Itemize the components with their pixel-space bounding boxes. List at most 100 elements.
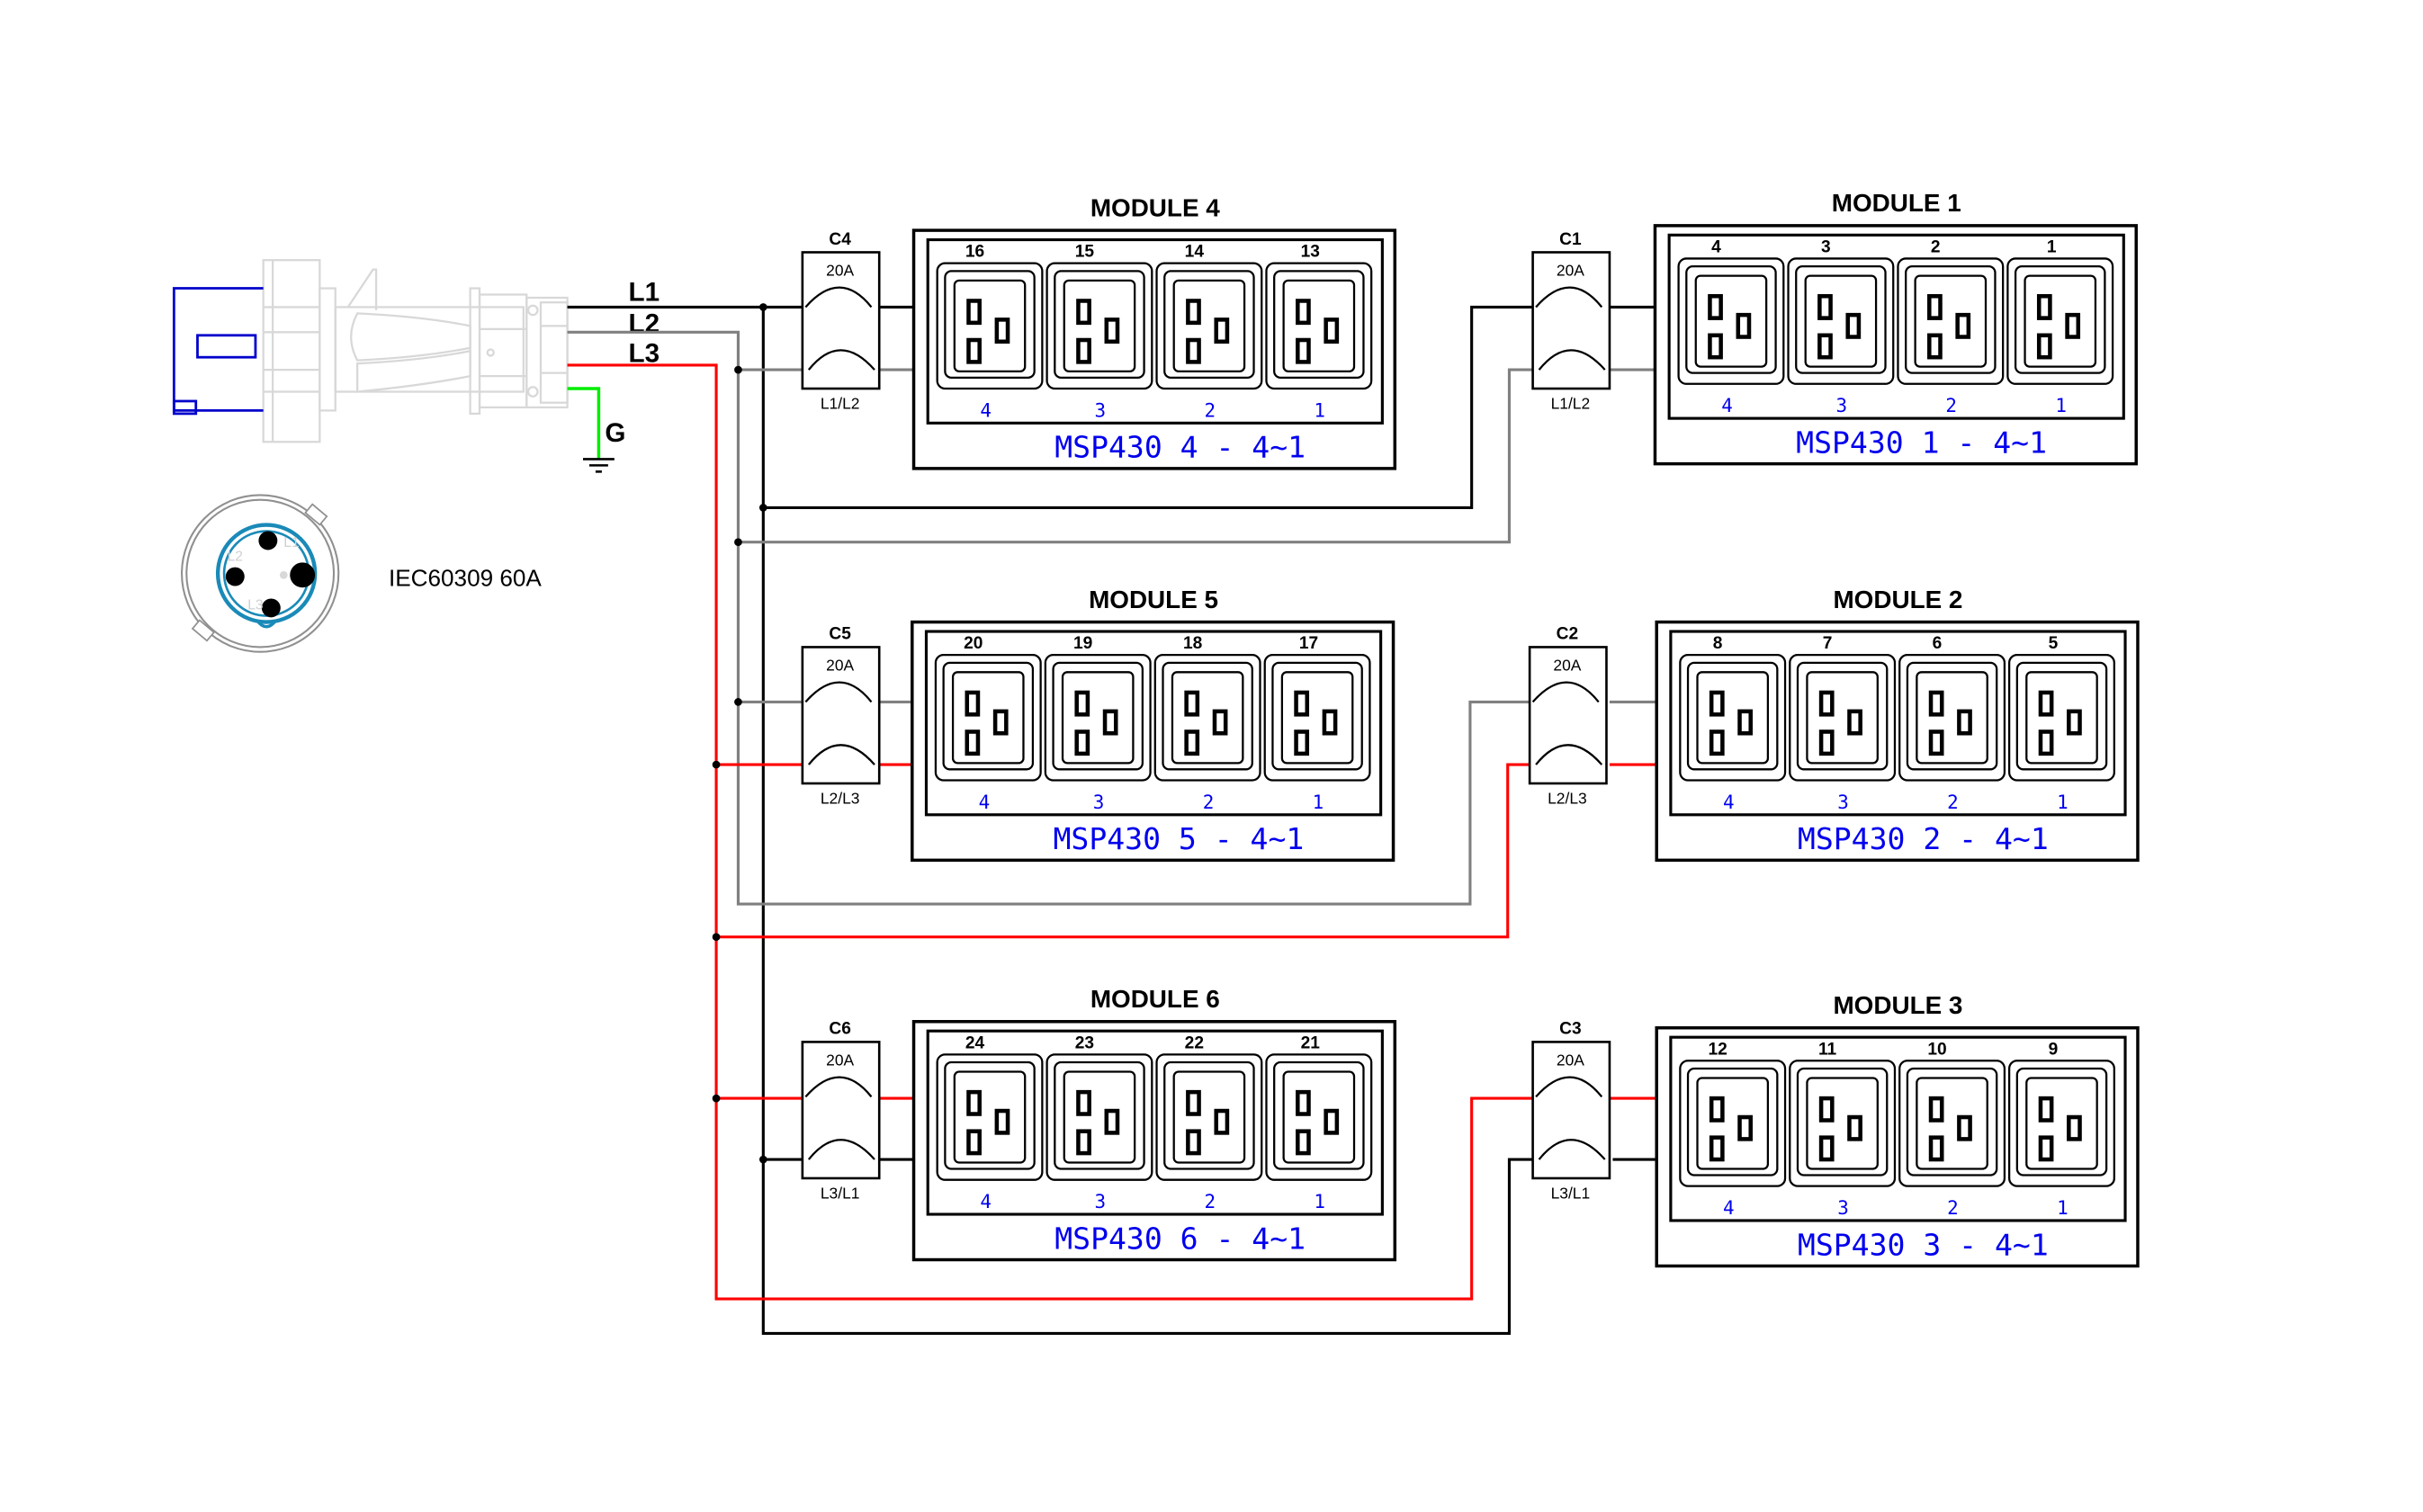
breaker-contact-icon — [1538, 349, 1606, 371]
outlet-c19[interactable] — [1897, 257, 2005, 385]
outlet-face — [1806, 671, 1879, 765]
outlet-pin-icon — [1324, 1108, 1340, 1135]
outlet-c19[interactable] — [2008, 1060, 2115, 1187]
pin-label-l3: L3 — [247, 598, 264, 613]
outlet-c19[interactable] — [936, 262, 1044, 390]
outlet-pin-icon — [966, 1129, 982, 1156]
outlet-c19[interactable] — [1787, 257, 1895, 385]
outlet-c19[interactable] — [1045, 262, 1153, 390]
outlet-frame — [1044, 654, 1152, 782]
outlet-frame — [1679, 1060, 1787, 1187]
outlet-panel — [1667, 233, 2125, 420]
outlet-c19[interactable] — [936, 1053, 1044, 1181]
outlet-face — [1914, 274, 1988, 368]
outlet-bezel — [1686, 661, 1779, 771]
outlet-c19[interactable] — [1265, 262, 1373, 390]
outlet-frame — [1045, 1053, 1153, 1181]
outlet-number: 13 — [1301, 243, 1320, 262]
outlet-pin-icon — [2038, 1135, 2054, 1162]
breaker-contact-icon — [1538, 1139, 1606, 1160]
outlet-position: 1 — [1314, 1191, 1325, 1212]
breaker-phases: L1/L2 — [821, 395, 860, 413]
outlet-panel — [926, 1029, 1384, 1216]
outlet-pin-icon — [2038, 729, 2054, 756]
outlet-number: 22 — [1185, 1033, 1204, 1052]
breaker-id: C3 — [1559, 1020, 1582, 1039]
breaker-id: C6 — [829, 1020, 851, 1039]
outlet-pin-icon — [1847, 709, 1862, 736]
outlet-number: 23 — [1075, 1033, 1094, 1052]
outlet-c19[interactable] — [1679, 1060, 1787, 1187]
outlet-face — [953, 1070, 1027, 1164]
outlet-pin-icon — [966, 337, 982, 364]
outlet-c19[interactable] — [2006, 257, 2114, 385]
outlet-pin-icon — [1186, 299, 1201, 326]
outlet-c19[interactable] — [1789, 654, 1897, 782]
outlet-pin-icon — [1212, 709, 1228, 736]
outlet-position: 2 — [1947, 792, 1959, 813]
outlet-frame — [1898, 654, 2006, 782]
outlet-face — [953, 279, 1027, 372]
outlet-pin-icon — [1736, 312, 1752, 339]
outlet-c19[interactable] — [1265, 1053, 1373, 1181]
outlet-position: 1 — [2057, 1197, 2069, 1219]
outlet-c19[interactable] — [1044, 654, 1152, 782]
outlet-c19[interactable] — [1789, 1060, 1897, 1187]
outlet-number: 15 — [1075, 243, 1095, 262]
breaker-body[interactable] — [1528, 646, 1608, 785]
outlet-c19[interactable] — [1677, 257, 1785, 385]
outlet-pin-icon — [1927, 293, 1943, 320]
outlet-pin-icon — [1104, 1108, 1120, 1135]
outlet-c19[interactable] — [2008, 654, 2115, 782]
outlet-number: 5 — [2049, 634, 2059, 653]
outlet-bezel — [944, 1060, 1036, 1170]
outlet-frame — [936, 1053, 1044, 1181]
outlet-face — [1172, 1070, 1246, 1164]
outlet-c19[interactable] — [1263, 654, 1371, 782]
outlet-face — [1916, 671, 1988, 765]
wires — [567, 303, 1656, 1335]
outlet-pin-icon — [1074, 690, 1090, 717]
outlet-c19[interactable] — [1898, 1060, 2006, 1187]
outlet-pin-icon — [966, 299, 982, 326]
outlet-c19[interactable] — [1679, 654, 1787, 782]
outlet-c19[interactable] — [1898, 654, 2006, 782]
breaker-body[interactable] — [1531, 251, 1611, 390]
outlet-c19[interactable] — [934, 654, 1042, 782]
outlet-pin-icon — [1737, 709, 1753, 736]
outlet-number: 7 — [1823, 634, 1833, 653]
plug-blue-cap — [172, 287, 264, 416]
outlet-pin-icon — [1076, 337, 1091, 364]
outlet-frame — [1787, 257, 1895, 385]
module-label: MSP430 5 - 4~1 — [1054, 821, 1305, 856]
breaker-body[interactable] — [801, 646, 881, 785]
outlet-c19[interactable] — [1155, 1053, 1263, 1181]
module-title: MODULE 3 — [1833, 991, 1962, 1019]
outlet-frame — [1155, 1053, 1263, 1181]
outlet-pin-icon — [1818, 690, 1835, 717]
outlet-pin-icon — [1928, 1135, 1944, 1162]
breaker-body[interactable] — [1531, 1041, 1611, 1180]
outlet-bezel — [1906, 661, 1998, 771]
outlet-pin-icon — [1818, 729, 1835, 756]
outlet-pin-icon — [1817, 293, 1833, 320]
outlet-c19[interactable] — [1153, 654, 1261, 782]
outlet-frame — [2006, 257, 2114, 385]
outlet-pin-icon — [1184, 690, 1200, 717]
breaker-body[interactable] — [801, 251, 881, 390]
outlet-position: 1 — [1313, 792, 1324, 813]
outlet-c19[interactable] — [1155, 262, 1263, 390]
outlet-frame — [1265, 262, 1373, 390]
outlet-c19[interactable] — [1045, 1053, 1153, 1181]
outlet-pin-icon — [994, 318, 1010, 344]
outlet-pin-icon — [2036, 293, 2052, 320]
breaker-body[interactable] — [801, 1041, 881, 1180]
outlet-frame — [1789, 654, 1897, 782]
